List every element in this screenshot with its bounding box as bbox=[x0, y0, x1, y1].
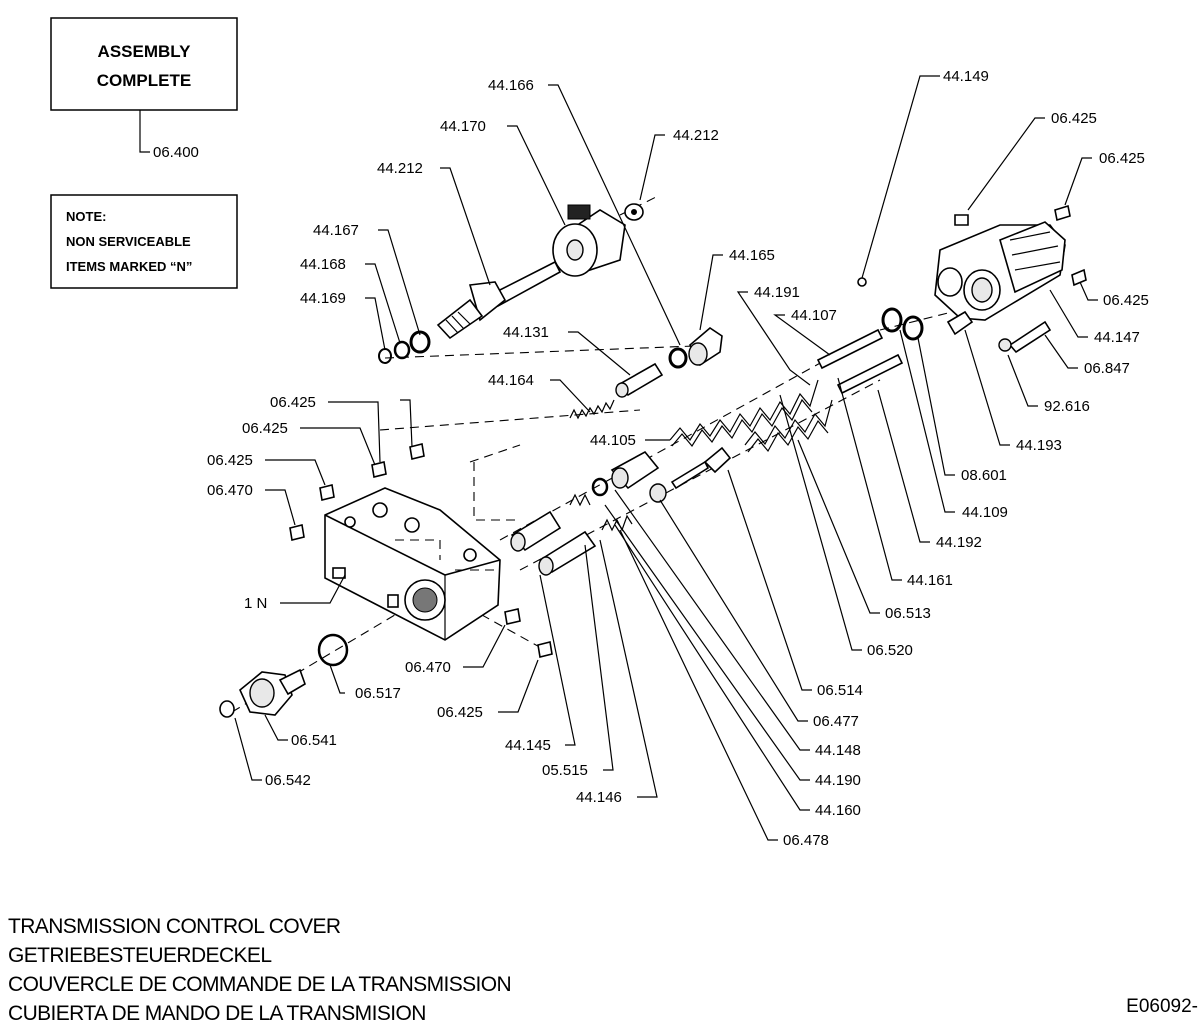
label-44148: 44.148 bbox=[815, 742, 861, 759]
label-06425-l3: 06.425 bbox=[207, 452, 253, 469]
label-06470-left: 06.470 bbox=[207, 482, 253, 499]
end-housing bbox=[934, 221, 1066, 321]
label-08601: 08.601 bbox=[961, 467, 1007, 484]
label-44161: 44.161 bbox=[907, 572, 953, 589]
label-44212-left: 44.212 bbox=[377, 160, 423, 177]
label-44160: 44.160 bbox=[815, 802, 861, 819]
label-44109: 44.109 bbox=[962, 504, 1008, 521]
label-06400: 06.400 bbox=[153, 144, 199, 161]
title-spanish: CUBIERTA DE MANDO DE LA TRANSMISION bbox=[8, 1002, 426, 1025]
spool-44131 bbox=[615, 362, 664, 398]
assembly-line-2: COMPLETE bbox=[97, 71, 191, 90]
label-06477: 06.477 bbox=[813, 713, 859, 730]
label-06541: 06.541 bbox=[291, 732, 337, 749]
o-rings-left bbox=[378, 330, 431, 364]
label-06847: 06.847 bbox=[1084, 360, 1130, 377]
label-05515: 05.515 bbox=[542, 762, 588, 779]
assembly-axes bbox=[231, 194, 1001, 713]
washer-06477 bbox=[649, 483, 667, 503]
valve-05515 bbox=[538, 530, 597, 576]
label-44105: 44.105 bbox=[590, 432, 636, 449]
bolts-right bbox=[857, 204, 1087, 354]
label-06520: 06.520 bbox=[867, 642, 913, 659]
label-06425-r1: 06.425 bbox=[1051, 110, 1097, 127]
note-line-1: NOTE: bbox=[66, 209, 106, 224]
spool-44105 bbox=[610, 450, 660, 490]
label-44190: 44.190 bbox=[815, 772, 861, 789]
piston-06514 bbox=[670, 446, 732, 490]
diagram-titles: TRANSMISSION CONTROL COVER GETRIEBESTEUE… bbox=[8, 912, 512, 1028]
label-44165: 44.165 bbox=[729, 247, 775, 264]
label-44164: 44.164 bbox=[488, 372, 534, 389]
spring-44191 bbox=[669, 379, 819, 448]
label-06517: 06.517 bbox=[355, 685, 401, 702]
label-06514: 06.514 bbox=[817, 682, 863, 699]
label-06478: 06.478 bbox=[783, 832, 829, 849]
label-44147: 44.147 bbox=[1094, 329, 1140, 346]
label-44107: 44.107 bbox=[791, 307, 837, 324]
label-92616: 92.616 bbox=[1044, 398, 1090, 415]
title-english: TRANSMISSION CONTROL COVER bbox=[8, 915, 341, 938]
label-06470-bottom: 06.470 bbox=[405, 659, 451, 676]
note-line-3: ITEMS MARKED “N” bbox=[66, 259, 192, 274]
label-44192: 44.192 bbox=[936, 534, 982, 551]
assembly-complete-box: ASSEMBLY COMPLETE bbox=[50, 17, 238, 111]
label-1N: 1 N bbox=[244, 595, 267, 612]
label-44149: 44.149 bbox=[943, 68, 989, 85]
o-rings-right bbox=[881, 307, 924, 341]
leader-lines bbox=[234, 75, 1098, 841]
assembly-line-1: ASSEMBLY bbox=[98, 42, 192, 61]
label-44212-right: 44.212 bbox=[673, 127, 719, 144]
fitting-06541 bbox=[239, 668, 306, 716]
o-ring-44166 bbox=[668, 347, 688, 369]
label-06513: 06.513 bbox=[885, 605, 931, 622]
title-german: GETRIEBESTEUERDECKEL bbox=[8, 944, 272, 967]
note-line-2: NON SERVICEABLE bbox=[66, 234, 191, 249]
part-labels: 06.400 44.166 44.170 44.212 44.212 44.16… bbox=[153, 68, 1149, 849]
label-44170: 44.170 bbox=[440, 118, 486, 135]
label-06425-l2: 06.425 bbox=[242, 420, 288, 437]
label-44145: 44.145 bbox=[505, 737, 551, 754]
solenoid-coil bbox=[552, 204, 626, 277]
title-french: COUVERCLE DE COMMANDE DE LA TRANSMISSION bbox=[8, 973, 512, 996]
label-06425-r3: 06.425 bbox=[1103, 292, 1149, 309]
label-44168: 44.168 bbox=[300, 256, 346, 273]
label-06425-l1: 06.425 bbox=[270, 394, 316, 411]
label-44191: 44.191 bbox=[754, 284, 800, 301]
label-44166: 44.166 bbox=[488, 77, 534, 94]
pins-44107-44109 bbox=[816, 328, 904, 395]
label-44193: 44.193 bbox=[1016, 437, 1062, 454]
label-06425-bottom: 06.425 bbox=[437, 704, 483, 721]
spring-44164 bbox=[569, 399, 615, 420]
block-44193 bbox=[946, 310, 974, 336]
spring-44160-44190 bbox=[569, 493, 633, 532]
figure-code: E06092- bbox=[1126, 996, 1198, 1017]
ring-44148 bbox=[591, 477, 609, 497]
solenoid-stem bbox=[436, 260, 562, 340]
valve-body bbox=[324, 487, 501, 641]
valve-44145 bbox=[510, 510, 562, 552]
label-06542: 06.542 bbox=[265, 772, 311, 789]
label-44167: 44.167 bbox=[313, 222, 359, 239]
nut-44212 bbox=[624, 203, 644, 221]
washer-06542 bbox=[219, 700, 235, 718]
label-06425-r2: 06.425 bbox=[1099, 150, 1145, 167]
o-ring-06517 bbox=[317, 633, 349, 667]
label-44131: 44.131 bbox=[503, 324, 549, 341]
screws-body bbox=[289, 443, 553, 658]
note-box: NOTE: NON SERVICEABLE ITEMS MARKED “N” bbox=[50, 194, 238, 289]
label-44146: 44.146 bbox=[576, 789, 622, 806]
label-44169: 44.169 bbox=[300, 290, 346, 307]
plug-44165 bbox=[688, 326, 723, 367]
